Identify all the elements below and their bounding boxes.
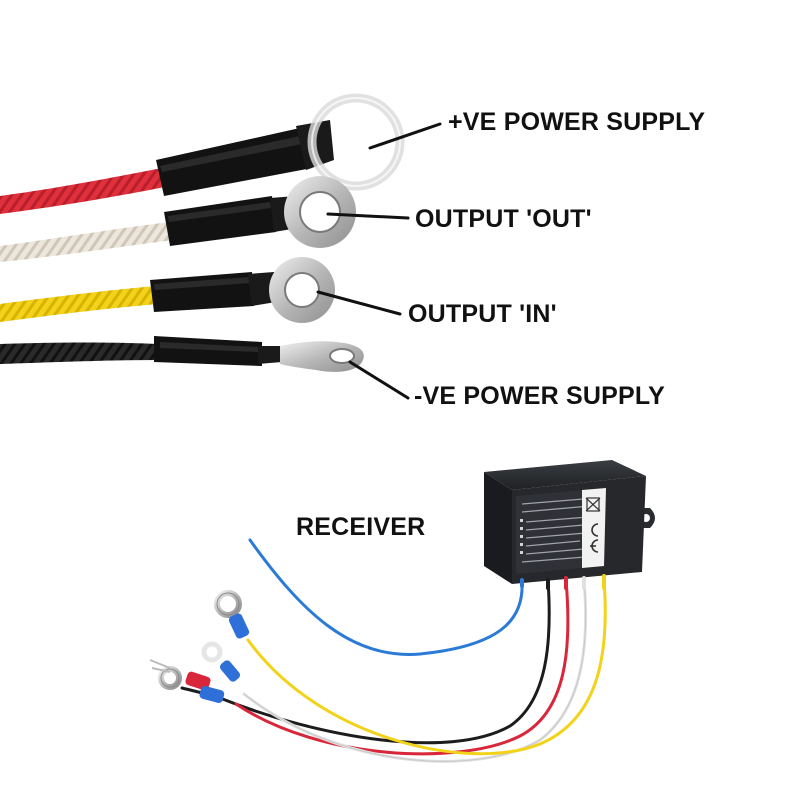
receiver-bin-icon bbox=[585, 497, 601, 512]
label-output-in: OUTPUT 'IN' bbox=[408, 300, 557, 328]
black-braided-wire bbox=[0, 342, 158, 364]
receiver-wires bbox=[180, 538, 607, 763]
callout-leaders bbox=[316, 122, 442, 400]
black-wire-assembly bbox=[0, 336, 364, 372]
receiver-terminal-yellow bbox=[214, 590, 250, 639]
red-braided-wire bbox=[0, 168, 170, 214]
receiver-cert-panel bbox=[582, 488, 606, 568]
label-output-out: OUTPUT 'OUT' bbox=[415, 205, 592, 233]
receiver-red-wire bbox=[234, 578, 570, 756]
receiver-ring-terminals bbox=[149, 590, 250, 703]
yellow-wire-assembly bbox=[0, 257, 335, 323]
white-wire-assembly bbox=[0, 176, 356, 262]
receiver-box-side bbox=[484, 472, 512, 584]
receiver-label-bullets bbox=[520, 519, 523, 554]
red-wire-assembly bbox=[0, 93, 405, 214]
leader-positive-supply bbox=[368, 122, 442, 150]
receiver-yellow-wire bbox=[246, 578, 607, 756]
receiver-box-top bbox=[484, 460, 646, 490]
leader-output-in bbox=[316, 290, 402, 316]
receiver-ce-mark-icon bbox=[590, 523, 599, 553]
receiver-terminal-black bbox=[199, 685, 225, 703]
receiver-module bbox=[484, 460, 655, 584]
label-positive-supply: +VE POWER SUPPLY bbox=[448, 108, 706, 136]
receiver-wire-exits bbox=[520, 574, 606, 590]
yellow-braided-wire bbox=[0, 286, 158, 322]
receiver-terminal-red bbox=[158, 666, 211, 691]
white-braided-wire bbox=[0, 222, 174, 262]
label-receiver: RECEIVER bbox=[296, 513, 426, 541]
label-negative-supply: -VE POWER SUPPLY bbox=[414, 382, 665, 410]
leader-output-out bbox=[326, 212, 410, 220]
receiver-terminal-white bbox=[201, 641, 241, 682]
leader-negative-supply bbox=[348, 360, 410, 400]
receiver-blue-antenna-wire bbox=[248, 538, 524, 656]
